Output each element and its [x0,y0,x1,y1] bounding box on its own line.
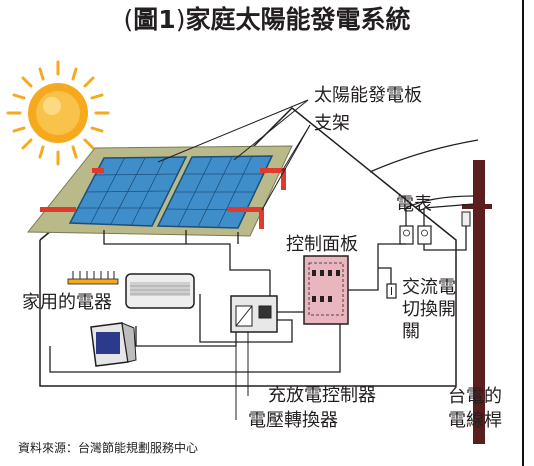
meter-icon [399,225,432,245]
sun-icon [6,60,110,166]
title-text: 家庭太陽能發電系統 [185,5,411,34]
control-panel [303,255,349,325]
leader-lines [157,99,311,211]
label-appliances: 家用的電器 [22,292,112,313]
charge-controller [230,295,278,333]
wiring [49,139,479,373]
label-meter: 電表 [396,194,432,215]
label-utility-pole-line-2: 電線桿 [448,410,502,431]
label-ac-switch-line-1: 交流電 [402,277,456,298]
label-inverter: 電壓轉換器 [248,410,338,431]
figure-number: 圖1 [133,5,176,34]
ac-switch-icon [386,283,397,299]
label-solar-panel: 太陽能發電板 [314,85,422,106]
bottom-leaders [235,332,249,420]
bracket [40,168,286,229]
solar-panel-left [68,156,188,227]
source-credit: 資料來源：台灣節能規劃服務中心 [18,441,199,455]
label-control-panel: 控制面板 [286,234,358,255]
label-ac-switch-line-2: 切換開 [402,299,456,320]
page-title: (圖1)家庭太陽能發電系統 [0,5,534,35]
label-bracket: 支架 [314,113,350,134]
label-utility-pole-line-1: 台電的 [448,386,502,407]
right-margin-rule [522,0,524,466]
label-ac-switch-line-3: 關 [402,321,420,342]
label-charge-controller: 充放電控制器 [268,385,376,406]
light-tube-icon [67,271,119,285]
title-suffix: ) [175,5,186,34]
tv-icon [90,322,137,367]
air-conditioner-icon [125,273,195,309]
title-prefix: ( [123,5,134,34]
